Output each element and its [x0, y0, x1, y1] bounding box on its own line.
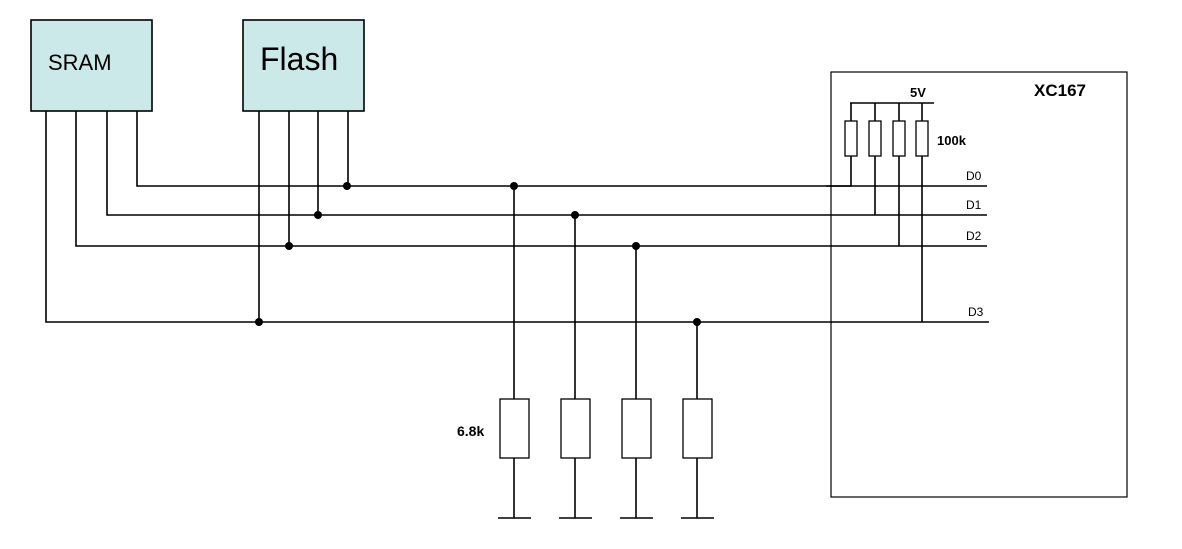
sram-wire-d0 [136, 111, 347, 187]
data-line-label-d2: D2 [966, 229, 982, 243]
supply-voltage-label: 5V [910, 85, 926, 100]
pullup-resistor-d3 [915, 120, 929, 157]
sram-wire-d3 [45, 111, 259, 323]
junction-dot [285, 242, 293, 250]
data-line-label-d3: D3 [968, 305, 984, 319]
sram-chip [30, 19, 153, 112]
pullup-resistor-d0 [844, 120, 858, 157]
pullup-value-label: 100k [937, 133, 967, 148]
junction-dot [255, 318, 263, 326]
sram-wire-d2 [75, 111, 289, 247]
data-line-label-d1: D1 [966, 198, 982, 212]
pulldown-resistor-d1 [559, 215, 592, 519]
sram-wire-d1 [106, 111, 318, 216]
pullup-resistor-d1 [868, 120, 882, 157]
xc167-label: XC167 [1034, 81, 1086, 100]
sram-label: SRAM [48, 50, 112, 75]
pulldown-resistor-d0 [498, 186, 531, 519]
pulldown-resistor-d3 [681, 322, 714, 519]
pullup-network [826, 102, 934, 322]
pulldown-value-label: 6.8k [457, 423, 484, 439]
junction-dot [343, 182, 351, 190]
flash-chip [242, 19, 365, 112]
data-line-label-d0: D0 [966, 169, 982, 183]
pulldown-resistor-d2 [620, 246, 653, 519]
junction-dot [314, 211, 322, 219]
flash-label: Flash [260, 41, 338, 77]
pullup-resistor-d2 [892, 120, 906, 157]
